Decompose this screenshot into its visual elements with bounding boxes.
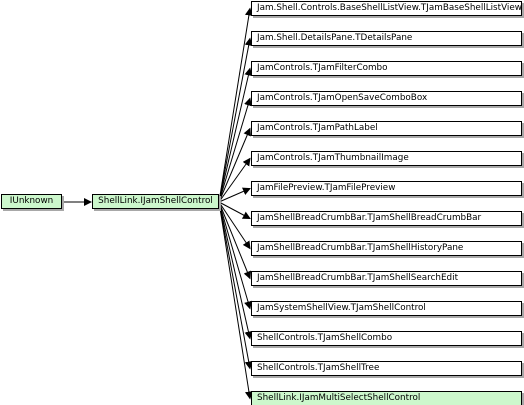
descendant-node[interactable]: JamControls.TJamPathLabel xyxy=(251,121,522,136)
descendant-node[interactable]: JamShellBreadCrumbBar.TJamShellHistoryPa… xyxy=(251,241,522,256)
descendant-node[interactable]: JamFilePreview.TJamFilePreview xyxy=(251,181,522,196)
descendant-node[interactable]: JamShellBreadCrumbBar.TJamShellBreadCrum… xyxy=(251,211,522,226)
descendant-node[interactable]: Jam.Shell.DetailsPane.TDetailsPane xyxy=(251,31,522,46)
descendant-node[interactable]: JamShellBreadCrumbBar.TJamShellSearchEdi… xyxy=(251,271,522,286)
descendant-node[interactable]: ShellControls.TJamShellCombo xyxy=(251,331,522,346)
edge-shellcontrol-to-descendant xyxy=(218,97,252,203)
node-shelllink-ijamshellcontrol[interactable]: ShellLink.IJamShellControl xyxy=(92,194,219,209)
descendant-node[interactable]: ShellLink.IJamMultiSelectShellControl xyxy=(251,391,522,405)
edge-shellcontrol-to-descendant xyxy=(218,67,253,203)
descendant-node[interactable]: JamControls.TJamOpenSaveComboBox xyxy=(251,91,522,106)
descendant-node[interactable]: Jam.Shell.Controls.BaseShellListView.TJa… xyxy=(251,1,522,16)
edge-shellcontrol-to-descendant xyxy=(218,201,251,250)
edge-shellcontrol-to-descendant xyxy=(218,201,253,340)
descendant-node[interactable]: JamSystemShellView.TJamShellControl xyxy=(251,301,522,316)
edge-shellcontrol-to-descendant xyxy=(218,187,251,203)
edge-shellcontrol-to-descendant xyxy=(218,157,251,203)
descendant-node[interactable]: ShellControls.TJamShellTree xyxy=(251,361,522,376)
edge-shellcontrol-to-descendant xyxy=(218,201,253,370)
edge-shellcontrol-to-descendant xyxy=(218,201,253,400)
edge-shellcontrol-to-descendant xyxy=(218,201,252,280)
edge-shellcontrol-to-descendant xyxy=(218,201,252,310)
edge-shellcontrol-to-descendant xyxy=(218,37,253,203)
edge-shellcontrol-to-descendant xyxy=(218,201,251,219)
node-iunknown[interactable]: IUnknown xyxy=(1,194,62,209)
edge-shellcontrol-to-descendant xyxy=(218,127,251,203)
descendant-node[interactable]: JamControls.TJamFilterCombo xyxy=(251,61,522,76)
edge-shellcontrol-to-descendant xyxy=(218,7,253,203)
descendant-node[interactable]: JamControls.TJamThumbnailImage xyxy=(251,151,522,166)
